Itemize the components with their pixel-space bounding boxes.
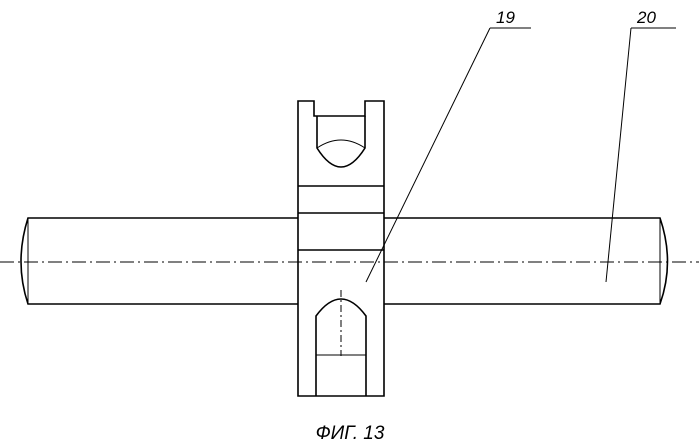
fork-part-19 (298, 101, 384, 396)
label-20-text: 20 (636, 8, 656, 27)
label-19: 19 (366, 8, 531, 282)
figure-caption: ФИГ. 13 (316, 423, 385, 444)
label-19-text: 19 (496, 8, 515, 27)
shaft-part-20 (21, 218, 668, 304)
